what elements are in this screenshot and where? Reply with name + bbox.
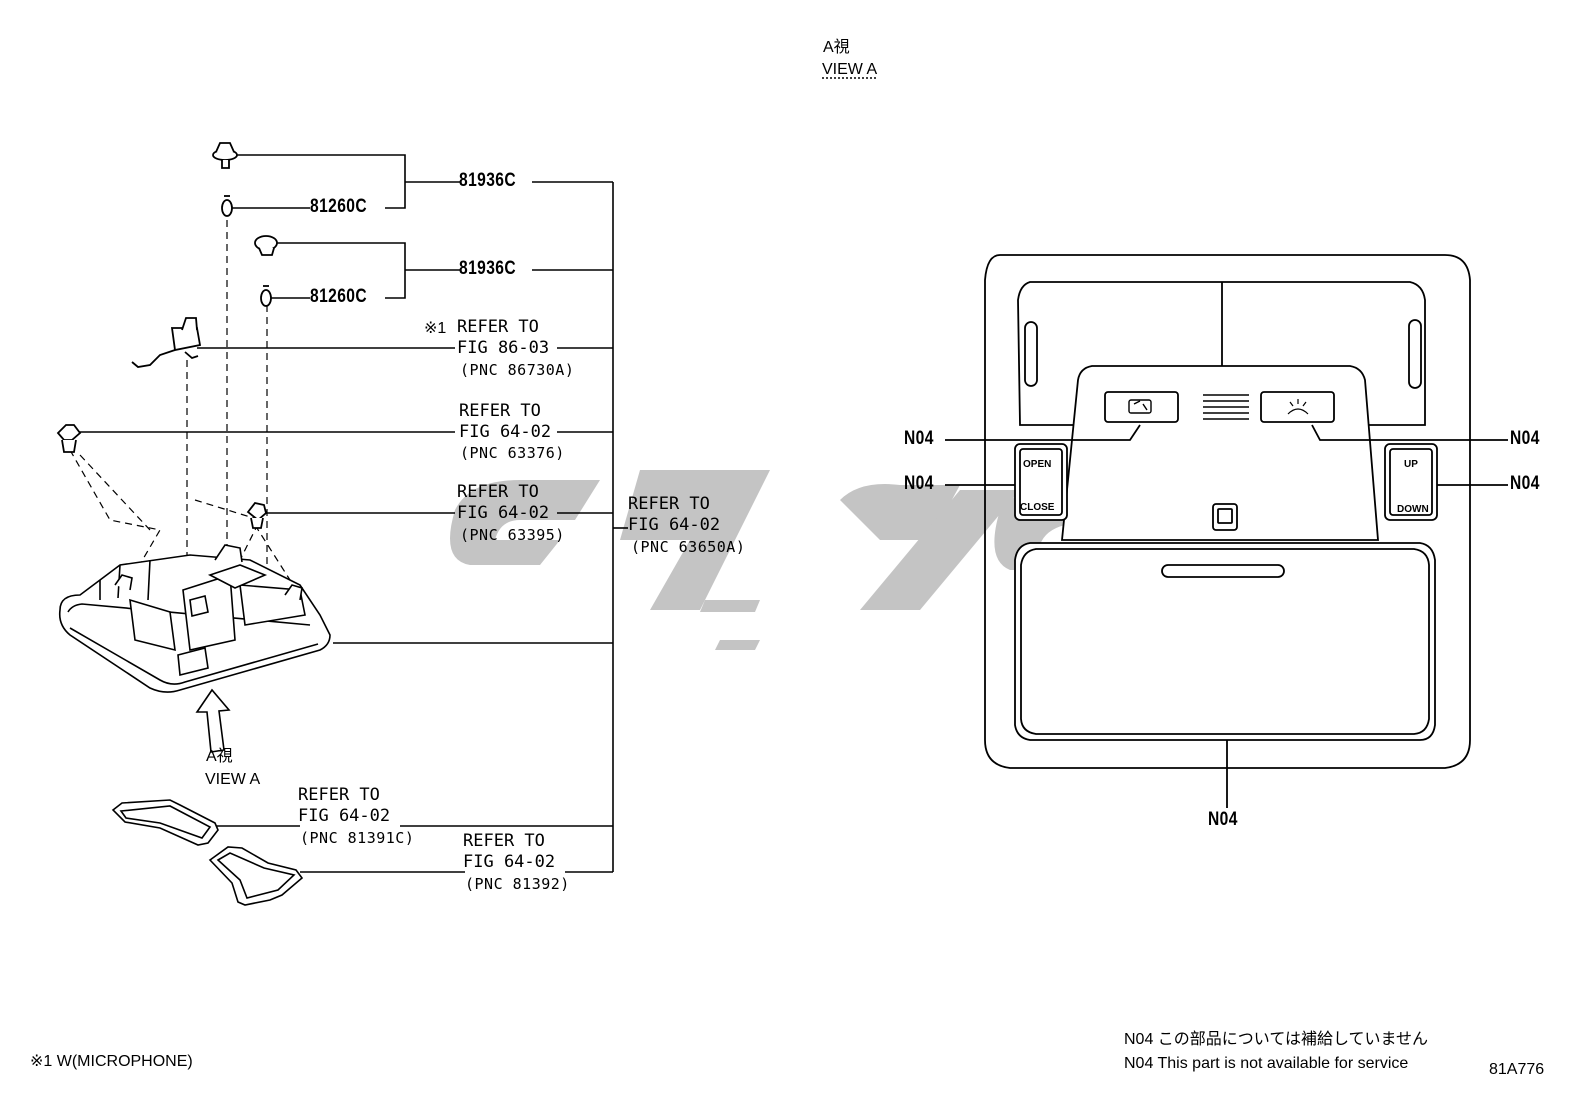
legend-ja: N04 この部品については補給していません: [1124, 1031, 1429, 1048]
view-header-ja: A視: [823, 39, 850, 56]
view-a-arrow: [195, 688, 231, 753]
part-81260c-top[interactable]: 81260C: [310, 196, 368, 217]
ref-3-pnc: (PNC 63395): [460, 526, 565, 544]
mat-81392: [208, 846, 304, 906]
ref-4-fig-link[interactable]: FIG 64-02: [628, 515, 721, 535]
speaker-grille: [1203, 394, 1249, 420]
ref-4-line1: REFER TO: [628, 494, 710, 514]
ref-5-fig-link[interactable]: FIG 64-02: [298, 806, 391, 826]
callout-n04-lens[interactable]: N04: [1208, 809, 1238, 830]
legend-en: N04 This part is not available for servi…: [1124, 1055, 1409, 1072]
ref-mark-1: ※1: [424, 320, 447, 337]
ref-4-pnc: (PNC 63650A): [631, 538, 746, 556]
ref-3-fig-link[interactable]: FIG 64-02: [457, 503, 550, 523]
view-a-arrow-ja: A視: [206, 748, 233, 765]
callout-n04-open-close[interactable]: N04: [904, 473, 934, 494]
bulb-top-icon: [221, 195, 233, 217]
open-button-label: OPEN: [1023, 459, 1052, 470]
callout-n04-sunroof-switch[interactable]: N04: [904, 428, 934, 449]
up-button-label: UP: [1404, 459, 1418, 470]
ref-1-pnc: (PNC 86730A): [460, 361, 575, 379]
part-81936c-top[interactable]: 81936C: [459, 170, 517, 191]
ref-2-pnc: (PNC 63376): [460, 444, 565, 462]
microphone-icon: [131, 317, 202, 368]
ref-2-line1: REFER TO: [459, 401, 541, 421]
figure-id: 81A776: [1489, 1061, 1545, 1078]
view-a-arrow-en: VIEW A: [205, 771, 261, 788]
ref-5-pnc: (PNC 81391C): [300, 829, 415, 847]
part-81260c-mid[interactable]: 81260C: [310, 286, 368, 307]
console-view-a: [945, 254, 1508, 808]
ref-6-pnc: (PNC 81392): [465, 875, 570, 893]
clip-mid-icon: [254, 235, 278, 256]
ref-6-line1: REFER TO: [463, 831, 545, 851]
clip-top-icon: [212, 142, 238, 169]
mat-81391c: [111, 799, 219, 846]
callout-n04-up-down[interactable]: N04: [1510, 473, 1540, 494]
ref-1-line1: REFER TO: [457, 317, 539, 337]
callout-n04-map-light[interactable]: N04: [1510, 428, 1540, 449]
bulb-mid-icon: [260, 285, 272, 307]
footnote-microphone: ※1 W(MICROPHONE): [30, 1053, 193, 1070]
part-81936c-mid[interactable]: 81936C: [459, 258, 517, 279]
ref-2-fig-link[interactable]: FIG 64-02: [459, 422, 552, 442]
clip-and-bulb-group: [56, 142, 278, 529]
console-assembly-sketch: [58, 544, 331, 693]
clip-right-icon: [246, 501, 268, 529]
sensor-icon: [1212, 503, 1238, 531]
ref-6-fig-link[interactable]: FIG 64-02: [463, 852, 556, 872]
down-button-label: DOWN: [1397, 504, 1429, 515]
view-header-en: VIEW A: [822, 61, 878, 78]
clip-left-icon: [56, 424, 82, 453]
sunroof-tilt-icon: [1128, 399, 1152, 414]
ref-3-line1: REFER TO: [457, 482, 539, 502]
ref-1-fig-link[interactable]: FIG 86-03: [457, 338, 550, 358]
close-button-label: CLOSE: [1020, 502, 1055, 513]
leader-lines: [70, 154, 628, 873]
ref-5-line1: REFER TO: [298, 785, 380, 805]
map-light-icon: [1287, 399, 1309, 415]
